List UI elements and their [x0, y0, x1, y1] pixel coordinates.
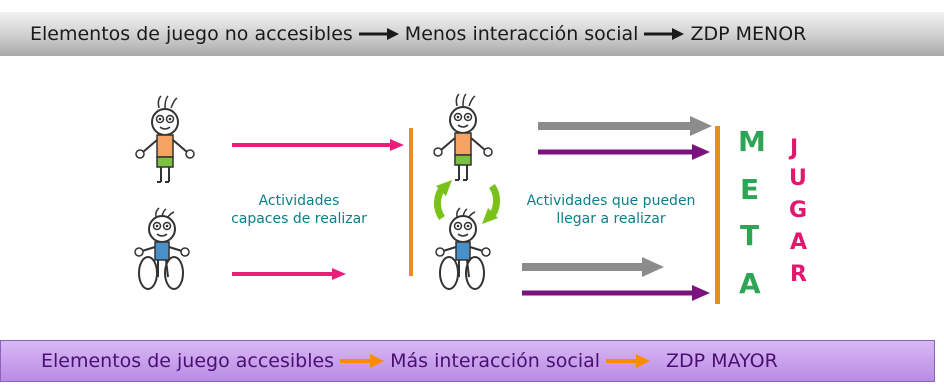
standing-child-icon-left	[135, 95, 195, 183]
pink-arrow-top	[232, 139, 404, 151]
meta-letter-e: E	[740, 173, 760, 206]
bottom-banner-arrow-1-icon	[340, 354, 385, 368]
label-left-line1: Actividades	[258, 193, 340, 209]
jugar-letter-r: R	[790, 262, 807, 287]
label-left-line2: capaces de realizar	[231, 211, 367, 227]
bottom-banner-part2: Más interacción social	[390, 350, 601, 372]
cycle-arrows-icon	[433, 180, 501, 224]
gray-arrow-top	[538, 116, 712, 136]
top-banner-part1: Elementos de juego no accesibles	[30, 23, 353, 45]
meta-letter-a: A	[739, 267, 761, 300]
jugar-letter-u: U	[789, 166, 807, 191]
gray-arrow-bottom	[522, 257, 664, 277]
top-banner-arrow-1-icon	[358, 28, 399, 40]
label-middle-line2: llegar a realizar	[556, 211, 666, 227]
label-actividades-pueden: Actividades que pueden llegar a realizar	[506, 192, 716, 228]
purple-arrow-top	[538, 144, 710, 160]
meta-letter-m: M	[738, 125, 766, 158]
jugar-letter-a: A	[790, 230, 808, 255]
jugar-letter-g: G	[789, 198, 808, 223]
bottom-banner-part3: ZDP MAYOR	[666, 350, 778, 372]
top-banner: Elementos de juego no accesibles Menos i…	[0, 12, 944, 56]
top-banner-arrow-2-icon	[644, 28, 685, 40]
top-banner-part3: ZDP MENOR	[690, 23, 807, 45]
standing-child-icon-middle	[433, 93, 493, 181]
bottom-banner-arrow-2-icon	[606, 354, 651, 368]
jugar-letter-j: J	[790, 136, 799, 161]
wheelchair-child-icon-middle	[435, 207, 491, 290]
top-banner-part2: Menos interacción social	[404, 23, 639, 45]
wheelchair-child-icon-left	[134, 207, 190, 290]
bottom-banner-part1: Elementos de juego accesibles	[41, 350, 335, 372]
meta-letter-t: T	[740, 219, 760, 252]
pink-arrow-bottom	[232, 268, 346, 280]
capacity-limit-bar	[409, 128, 413, 276]
purple-arrow-bottom	[522, 285, 710, 301]
label-middle-line1: Actividades que pueden	[526, 193, 696, 209]
bottom-banner: Elementos de juego accesibles Más intera…	[0, 340, 935, 382]
label-actividades-capaces: Actividades capaces de realizar	[214, 192, 384, 228]
